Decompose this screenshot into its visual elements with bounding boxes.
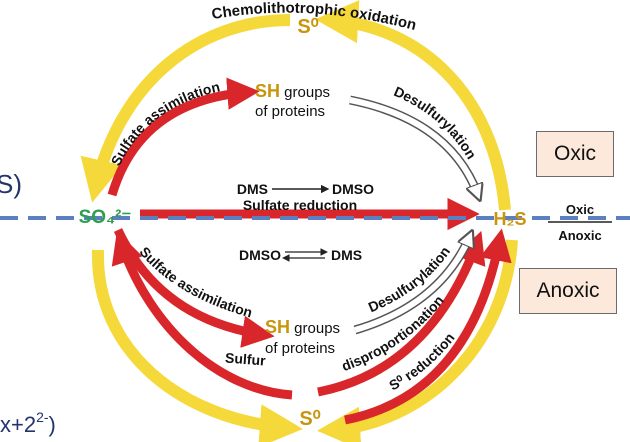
node-h2s: H₂S	[493, 209, 526, 229]
label-dmso-left: DMSO	[239, 247, 281, 263]
red-arrow-sulfur-left	[111, 230, 293, 400]
edge-text-x2: x+2	[0, 412, 36, 437]
boundary-anoxic-label: Anoxic	[558, 228, 601, 243]
node-so4: SO₄²⁻	[79, 207, 132, 228]
node-s0-top: S⁰	[297, 16, 318, 38]
sh-top-sh: SH	[255, 81, 280, 101]
red-arrow-sulfate-assimilation-top	[107, 77, 260, 197]
sh-top-groups: groups	[280, 84, 330, 101]
oxic-box: Oxic	[536, 131, 614, 177]
red-arrow-disproportionation	[317, 230, 486, 397]
hollow-arrow-desulfurylation-bottom-inner	[354, 236, 470, 333]
label-dmso-right: DMSO	[332, 181, 374, 197]
sh-bottom-sh: SH	[265, 317, 290, 337]
label-dms-right: DMS	[331, 247, 362, 263]
hollow-arrow-desulfurylation-top-inner	[349, 97, 478, 195]
yellow-arc-top-left	[80, 14, 291, 203]
yellow-arc-top-right	[315, 0, 511, 211]
label-sulfur: Sulfur	[225, 350, 267, 369]
anoxic-box: Anoxic	[519, 268, 617, 314]
yellow-arc-bottom-left	[91, 249, 303, 442]
edge-text-paren: S)	[0, 169, 22, 199]
sh-bottom-groups: groups	[290, 320, 340, 337]
yellow-arc-bottom-right	[317, 239, 518, 442]
edge-text-bottom: x+22-)	[0, 409, 56, 437]
edge-text-superscript: 2-	[36, 409, 49, 425]
label-sulfate-reduction: Sulfate reduction	[243, 197, 357, 213]
sh-bottom-proteins: of proteins	[265, 340, 335, 357]
node-s0-bottom: S⁰	[299, 408, 320, 430]
label-dms-left: DMS	[237, 181, 268, 197]
boundary-oxic-label: Oxic	[566, 202, 594, 217]
sh-top-proteins: of proteins	[255, 103, 325, 120]
node-sh-top: SH groups	[255, 81, 330, 101]
red-arrow-s0-reduction	[344, 228, 512, 425]
node-sh-bottom: SH groups	[265, 317, 340, 337]
